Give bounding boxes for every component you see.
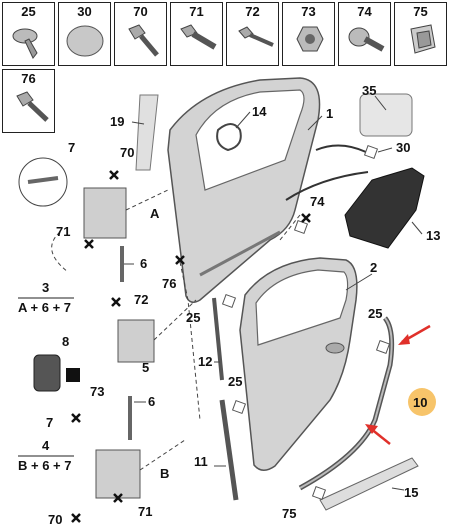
callout-boxes <box>221 144 391 501</box>
clip-part <box>27 176 59 184</box>
callout-1: 1 <box>326 106 333 121</box>
callout-19: 19 <box>110 114 124 129</box>
seal-30 <box>315 144 367 153</box>
screw-icon <box>238 26 274 47</box>
callout-71: 71 <box>56 224 70 239</box>
bolt-icon <box>180 24 217 50</box>
callout-70: 70 <box>120 145 134 160</box>
nut-icon <box>296 26 324 52</box>
callout-73: 73 <box>90 384 104 399</box>
callout-8: 8 <box>62 334 69 349</box>
callout-25: 25 <box>186 310 200 325</box>
seal-11 <box>219 399 239 501</box>
callout-A: A <box>150 206 160 221</box>
push-clip-icon <box>12 28 38 59</box>
seal-line <box>285 171 369 201</box>
callout-7: 7 <box>46 415 53 430</box>
callout-15: 15 <box>404 485 418 500</box>
part-cell-25: 25 <box>2 2 55 66</box>
trim-strip-19 <box>135 94 159 171</box>
seal-loop-14 <box>216 123 242 152</box>
screw-icon <box>128 24 159 57</box>
red-arrow <box>365 424 391 445</box>
hinge-middle <box>117 319 155 363</box>
part-cell-75: 75 <box>394 2 447 66</box>
callout-25: 25 <box>368 306 382 321</box>
hinge-lower <box>95 449 141 499</box>
callout-5: 5 <box>142 360 149 375</box>
door-outer-window <box>255 269 349 346</box>
part-number: 70 <box>133 4 148 19</box>
callout-72: 72 <box>134 292 148 307</box>
rivet-clip-icon <box>348 27 385 52</box>
seal-12 <box>212 297 224 381</box>
callout-74: 74 <box>310 194 325 209</box>
formula-4: B + 6 + 7 <box>18 458 71 473</box>
callout-71: 71 <box>138 504 152 519</box>
callout-B: B <box>160 466 169 481</box>
x-marks <box>71 170 311 523</box>
callout-6: 6 <box>148 394 155 409</box>
part-number: 73 <box>301 4 316 19</box>
hinge-upper <box>83 187 127 239</box>
callout-35: 35 <box>362 83 376 98</box>
plug-disc-icon <box>66 25 104 57</box>
part-number: 71 <box>189 4 204 19</box>
callout-30: 30 <box>396 140 410 155</box>
callout-13: 13 <box>426 228 440 243</box>
retainer-clip-icon <box>410 24 436 54</box>
callout-14: 14 <box>252 104 267 119</box>
callout-11: 11 <box>194 454 208 469</box>
insulation-panel-13 <box>344 167 425 249</box>
dashed-leaders <box>51 189 301 471</box>
part-cell-73: 73 <box>282 2 335 66</box>
highlight-10 <box>408 388 436 416</box>
callout-75: 75 <box>282 506 296 521</box>
clip-pack-35 <box>359 93 413 137</box>
screw-icon <box>16 91 49 122</box>
part-cell-74: 74 <box>338 2 391 66</box>
door-inner-rail <box>199 230 281 277</box>
leader-lines <box>124 95 423 491</box>
callout-4: 4 <box>42 438 50 453</box>
callout-70: 70 <box>48 512 62 527</box>
check-strap-8 <box>33 354 61 392</box>
part-number: 72 <box>245 4 260 19</box>
part-number: 74 <box>357 4 372 19</box>
callout-25: 25 <box>228 374 242 389</box>
callout-3: 3 <box>42 280 49 295</box>
callout-6: 6 <box>140 256 147 271</box>
formula-3: A + 6 + 7 <box>18 300 71 315</box>
part-number: 25 <box>21 4 36 19</box>
door-handle <box>325 342 345 354</box>
part-cell-30: 30 <box>58 2 111 66</box>
callout-10: 10 <box>413 395 427 410</box>
callout-76: 76 <box>162 276 176 291</box>
part-cell-76: 76 <box>2 69 55 133</box>
callout-12: 12 <box>198 354 212 369</box>
part-number: 75 <box>413 4 428 19</box>
door-inner-window <box>195 89 305 191</box>
red-arrow <box>398 324 431 345</box>
part-cell-71: 71 <box>170 2 223 66</box>
sill-trim-15 <box>319 457 419 511</box>
part-cell-72: 72 <box>226 2 279 66</box>
callout-7: 7 <box>68 140 75 155</box>
part-number: 76 <box>21 71 36 86</box>
callout-2: 2 <box>370 260 377 275</box>
part-cell-70: 70 <box>114 2 167 66</box>
part-number: 30 <box>77 4 92 19</box>
nut-73 <box>66 368 80 382</box>
